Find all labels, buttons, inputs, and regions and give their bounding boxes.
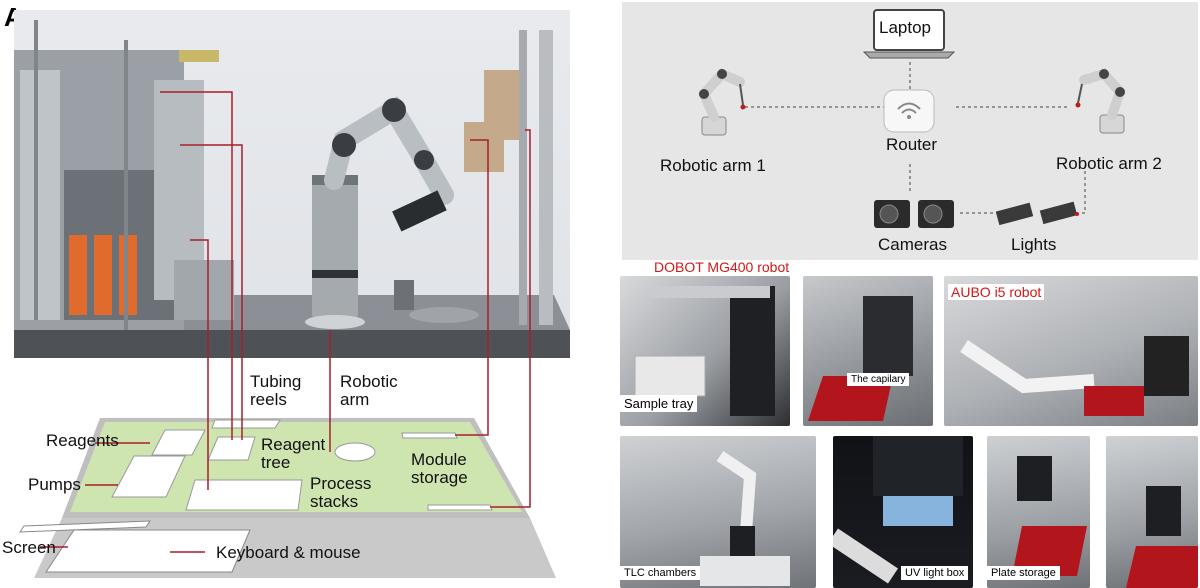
light-icons — [995, 201, 1079, 226]
network-links — [745, 62, 1086, 214]
lab-setup-photo — [14, 10, 570, 358]
reagents-block — [151, 429, 206, 456]
camera-icons — [874, 200, 954, 228]
photo-uv-light-box: UV light box — [833, 436, 973, 588]
photo-tlc-chambers: TLC chambers — [620, 436, 816, 588]
label-screen: Screen — [2, 538, 56, 557]
photo-aubo-robot: AUBO i5 robot — [944, 276, 1198, 426]
laptop-icon — [873, 9, 945, 51]
photo-plate-storage: Plate storage — [987, 436, 1090, 588]
caption-plate-storage: Plate storage — [987, 566, 1060, 580]
robotic-arm-2-icon — [1075, 68, 1126, 134]
label-cameras: Cameras — [878, 235, 947, 254]
pumps-block — [111, 455, 186, 498]
process-stacks-block — [185, 479, 303, 511]
label-process-stacks: Process stacks — [310, 474, 372, 511]
label-reagents: Reagents — [46, 431, 119, 450]
label-pumps: Pumps — [28, 475, 81, 494]
label-dobot-robot: DOBOT MG400 robot — [654, 259, 790, 275]
caption-uv-light-box: UV light box — [901, 566, 969, 580]
caption-tlc-chambers: TLC chambers — [620, 566, 701, 580]
connector-lines — [40, 91, 531, 553]
module-storage-slot-2 — [427, 504, 493, 511]
network-diagram — [622, 2, 1198, 260]
keyboard-area — [45, 529, 251, 573]
caption-aubo-robot: AUBO i5 robot — [948, 284, 1045, 300]
photo-gripper — [1106, 436, 1198, 588]
robot-base-circle — [334, 442, 376, 462]
tubing-reels-block — [211, 419, 281, 429]
photo-sample-tray: Sample tray — [620, 276, 790, 426]
network-diagram-graphics — [698, 9, 1126, 228]
label-robotic-arm-1: Robotic arm 1 — [660, 156, 766, 175]
label-keyboard-mouse: Keyboard & mouse — [216, 543, 361, 562]
robotic-arm-1-icon — [698, 67, 746, 136]
label-module-storage: Module storage — [411, 450, 468, 487]
label-laptop: Laptop — [879, 18, 931, 37]
router-icon — [883, 89, 935, 133]
label-robotic-arm: Robotic arm — [340, 372, 398, 409]
label-tubing-reels: Tubing reels — [250, 372, 302, 409]
label-robotic-arm-2: Robotic arm 2 — [1056, 154, 1162, 173]
label-reagent-tree: Reagent tree — [261, 435, 326, 472]
label-router: Router — [886, 135, 938, 154]
photo-capillary: The capilary — [803, 276, 933, 426]
module-storage-slot-1 — [401, 432, 458, 439]
label-lights: Lights — [1011, 235, 1057, 254]
lab-setup-illustration — [14, 20, 570, 358]
screen-strip — [19, 520, 151, 533]
bench-layout-diagram — [19, 91, 556, 578]
caption-sample-tray: Sample tray — [620, 395, 698, 412]
caption-capillary: The capilary — [847, 373, 910, 386]
